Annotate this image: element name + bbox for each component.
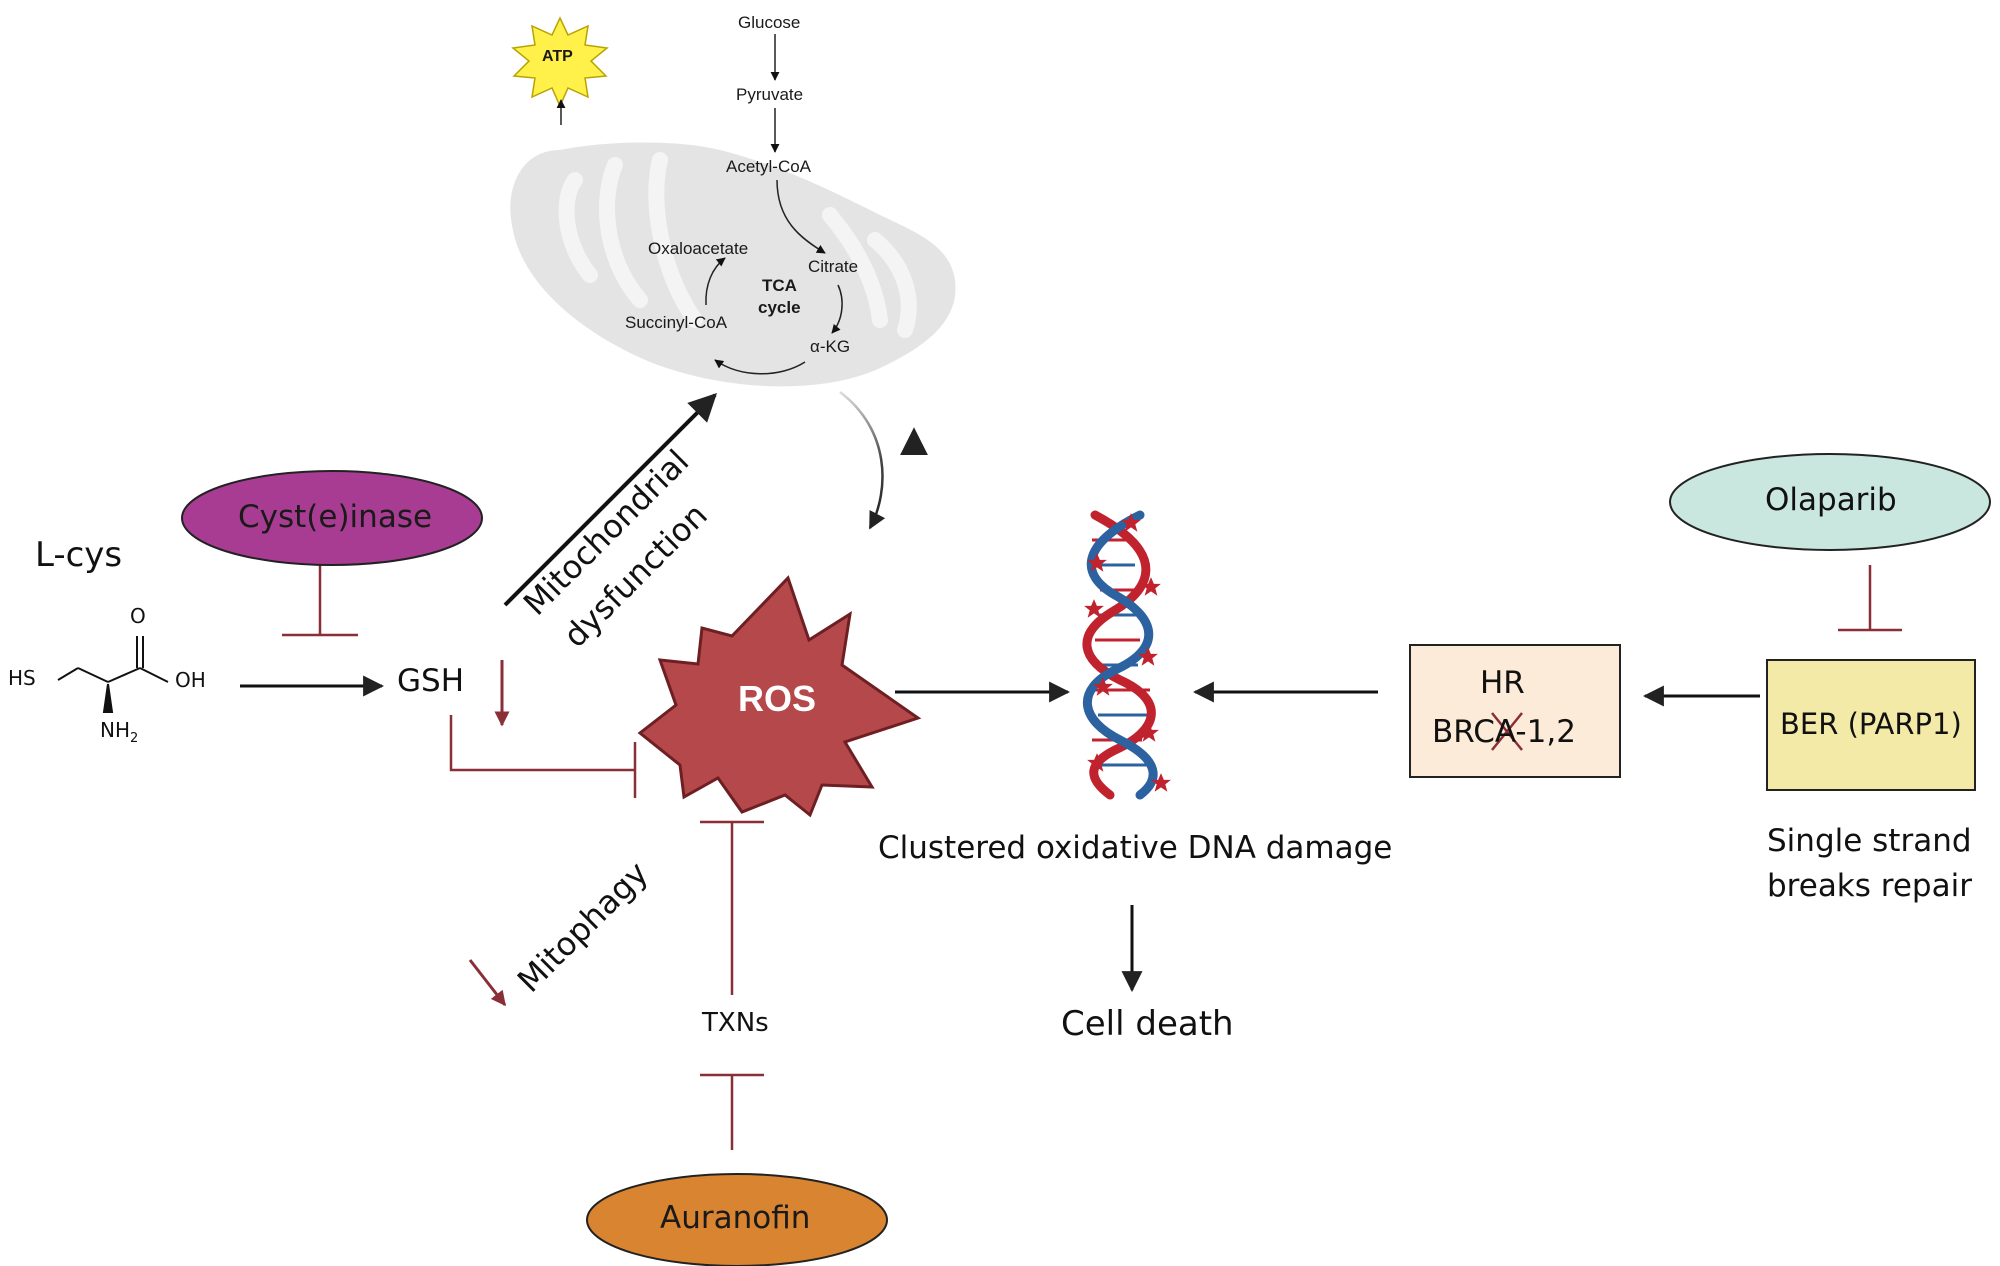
ssb-label-2: breaks repair <box>1767 868 1972 904</box>
akg-label: α-KG <box>810 337 851 356</box>
hr-label: HR <box>1480 665 1525 701</box>
oh-label: OH <box>175 668 206 692</box>
olaparib-label: Olaparib <box>1765 482 1897 518</box>
tca-label-1: TCA <box>762 276 797 295</box>
mito-to-ros-arrow <box>839 391 886 530</box>
lcys-structure-icon <box>57 636 169 713</box>
mitophagy-arrow <box>468 959 507 1007</box>
ssb-label-1: Single strand <box>1767 823 1972 859</box>
oxygen-label: O <box>130 604 146 628</box>
ros-label: ROS <box>738 678 817 719</box>
tca-arc-akg <box>714 359 806 375</box>
cysteinase-label: Cyst(e)inase <box>238 499 433 535</box>
glucose-label: Glucose <box>738 13 801 32</box>
ros-burst-icon <box>637 575 922 818</box>
atp-label: ATP <box>542 48 573 65</box>
brca-label: BRCA-1,2 <box>1432 714 1576 750</box>
tca-label-2: cycle <box>758 298 801 317</box>
succinyl-coa-label: Succinyl-CoA <box>625 313 728 332</box>
tca-arc-succinyl <box>705 257 726 306</box>
brca-cross-icon <box>1491 712 1523 751</box>
auranofin-label: Auranofin <box>660 1200 811 1236</box>
dna-damage-label: Clustered oxidative DNA damage <box>878 830 1393 866</box>
lcys-label: L-cys <box>35 535 123 575</box>
nh2-subscript: 2 <box>130 731 139 746</box>
cysteinase-ellipse <box>181 470 483 566</box>
gsh-inhibit-line <box>449 715 635 772</box>
hr-box <box>1409 644 1621 778</box>
txns-label: TXNs <box>702 1008 769 1038</box>
auranofin-ellipse <box>586 1173 888 1266</box>
nh2-label: NH2 <box>100 720 138 745</box>
oxaloacetate-label: Oxaloacetate <box>648 239 749 258</box>
cell-death-label: Cell death <box>1061 1004 1234 1044</box>
nh-text: NH <box>100 718 130 742</box>
tca-arc-citrate <box>831 284 843 334</box>
acetyl-arrow <box>776 179 826 254</box>
hs-label: HS <box>8 666 36 690</box>
mito-dysfunction-arrow <box>503 393 717 607</box>
mitochondrion <box>510 142 956 387</box>
ber-box <box>1766 659 1976 791</box>
pyruvate-label: Pyruvate <box>736 85 804 104</box>
gsh-label: GSH <box>397 663 465 699</box>
ber-label: BER (PARP1) <box>1780 707 1962 741</box>
dna-helix-icon <box>1082 510 1171 800</box>
olaparib-ellipse <box>1669 453 1991 551</box>
citrate-label: Citrate <box>808 257 859 276</box>
acetyl-coa-label: Acetyl-CoA <box>726 157 812 176</box>
